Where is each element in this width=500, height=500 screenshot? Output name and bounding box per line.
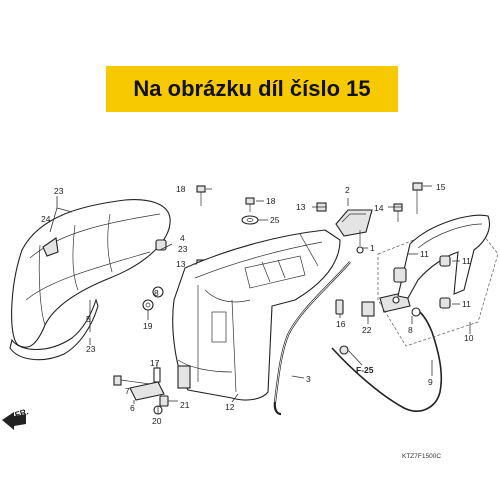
callout-8-left: 8 <box>154 288 159 298</box>
callout-4: 4 <box>180 233 185 243</box>
front-marker-label: FR. <box>14 406 30 420</box>
callout-18-left: 18 <box>176 184 186 194</box>
callout-10: 10 <box>464 333 474 343</box>
callout-19: 19 <box>143 321 153 331</box>
callout-6: 6 <box>130 403 135 413</box>
seat-lock-2 <box>335 209 373 254</box>
callout-7: 7 <box>125 386 130 396</box>
callout-17: 17 <box>150 358 160 368</box>
spring-17 <box>153 367 161 383</box>
seat-rubber <box>9 298 99 361</box>
reference-f25: F-25 <box>356 365 374 375</box>
front-arrow-icon <box>2 412 26 430</box>
callout-23-mid: 23 <box>178 244 188 254</box>
callout-11-a: 11 <box>420 249 429 259</box>
washer-25 <box>241 215 259 225</box>
bolt-15 <box>412 182 423 214</box>
pin-16 <box>335 299 344 315</box>
callout-3: 3 <box>306 374 311 384</box>
fastener-8 <box>152 286 164 298</box>
bracket-22 <box>361 301 375 317</box>
callout-24: 24 <box>41 214 51 224</box>
callout-5: 5 <box>86 314 91 324</box>
bolt-18-left <box>196 185 206 206</box>
callout-8-right: 8 <box>408 325 413 335</box>
callout-22: 22 <box>362 325 372 335</box>
callout-1: 1 <box>370 243 375 253</box>
callout-11-c: 11 <box>462 299 471 309</box>
callout-13-top: 13 <box>296 202 306 212</box>
callout-21: 21 <box>180 400 190 410</box>
collar-21 <box>159 395 169 407</box>
callout-23-top: 23 <box>54 186 64 196</box>
callout-9: 9 <box>428 377 433 387</box>
callout-18-right: 18 <box>266 196 276 206</box>
rear-carrier-10 <box>377 214 499 347</box>
bolt-18-right <box>245 197 255 212</box>
part-number-banner: Na obrázku díl číslo 15 <box>106 66 398 112</box>
diagram-code: KTZ7F1500C <box>402 453 441 460</box>
seat-emblem <box>42 237 59 257</box>
fastener-4 <box>155 239 167 251</box>
callout-2: 2 <box>345 185 350 195</box>
callout-15: 15 <box>436 182 446 192</box>
fastener-19 <box>142 299 154 311</box>
luggage-box <box>172 229 341 401</box>
callout-25: 25 <box>270 215 280 225</box>
seat-assembly <box>9 199 171 361</box>
callout-20: 20 <box>152 416 162 426</box>
callout-13-left: 13 <box>176 259 186 269</box>
bolt-14 <box>393 203 403 222</box>
bolt-7 <box>113 375 151 386</box>
callout-16: 16 <box>336 319 346 329</box>
callout-23-bottom: 23 <box>86 344 96 354</box>
callout-14: 14 <box>374 203 384 213</box>
callout-11-b: 11 <box>462 256 471 266</box>
latch-6 <box>129 381 165 401</box>
cable-9 <box>331 311 443 412</box>
callout-12: 12 <box>225 402 235 412</box>
